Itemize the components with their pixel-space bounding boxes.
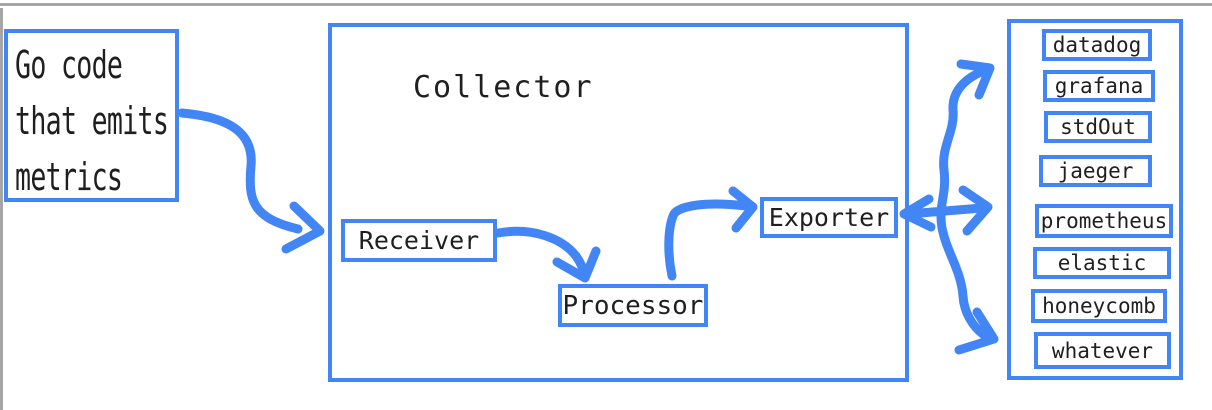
destination-label: datadog	[1052, 33, 1142, 57]
source-code-box: Go code that emits metrics	[4, 29, 179, 202]
destination-jaeger: jaeger	[1039, 155, 1152, 187]
destination-label: stdOut	[1060, 115, 1136, 139]
destination-stdout: stdOut	[1044, 111, 1152, 143]
arrow-source-to-collector	[177, 108, 325, 254]
destination-label: jaeger	[1057, 159, 1134, 183]
destination-label: honeycomb	[1042, 294, 1156, 318]
arrow-exporter-to-destinations	[899, 185, 993, 236]
exporter-label: Exporter	[768, 203, 890, 232]
destination-label: prometheus	[1040, 209, 1168, 233]
destination-honeycomb: honeycomb	[1031, 289, 1167, 323]
source-code-text: Go code that emits metrics	[8, 33, 169, 205]
source-line: Go code	[15, 43, 123, 87]
destination-whatever: whatever	[1034, 332, 1171, 369]
processor-label: Processor	[562, 290, 704, 321]
window-left-border	[0, 8, 3, 410]
source-line: that emits	[15, 99, 169, 143]
source-line: metrics	[15, 155, 123, 199]
destination-elastic: elastic	[1033, 247, 1171, 279]
exporter-box: Exporter	[760, 197, 898, 238]
destination-prometheus: prometheus	[1035, 204, 1173, 238]
collector-title: Collector	[413, 70, 594, 105]
destination-datadog: datadog	[1042, 29, 1152, 61]
receiver-box: Receiver	[341, 219, 497, 262]
processor-box: Processor	[558, 284, 708, 327]
window-top-border	[0, 3, 1212, 6]
destination-label: whatever	[1051, 338, 1154, 363]
destination-label: grafana	[1054, 74, 1144, 98]
destination-grafana: grafana	[1043, 70, 1155, 102]
receiver-label: Receiver	[358, 226, 480, 255]
arrow-fanout-curve	[936, 59, 999, 355]
destination-label: elastic	[1057, 251, 1147, 275]
